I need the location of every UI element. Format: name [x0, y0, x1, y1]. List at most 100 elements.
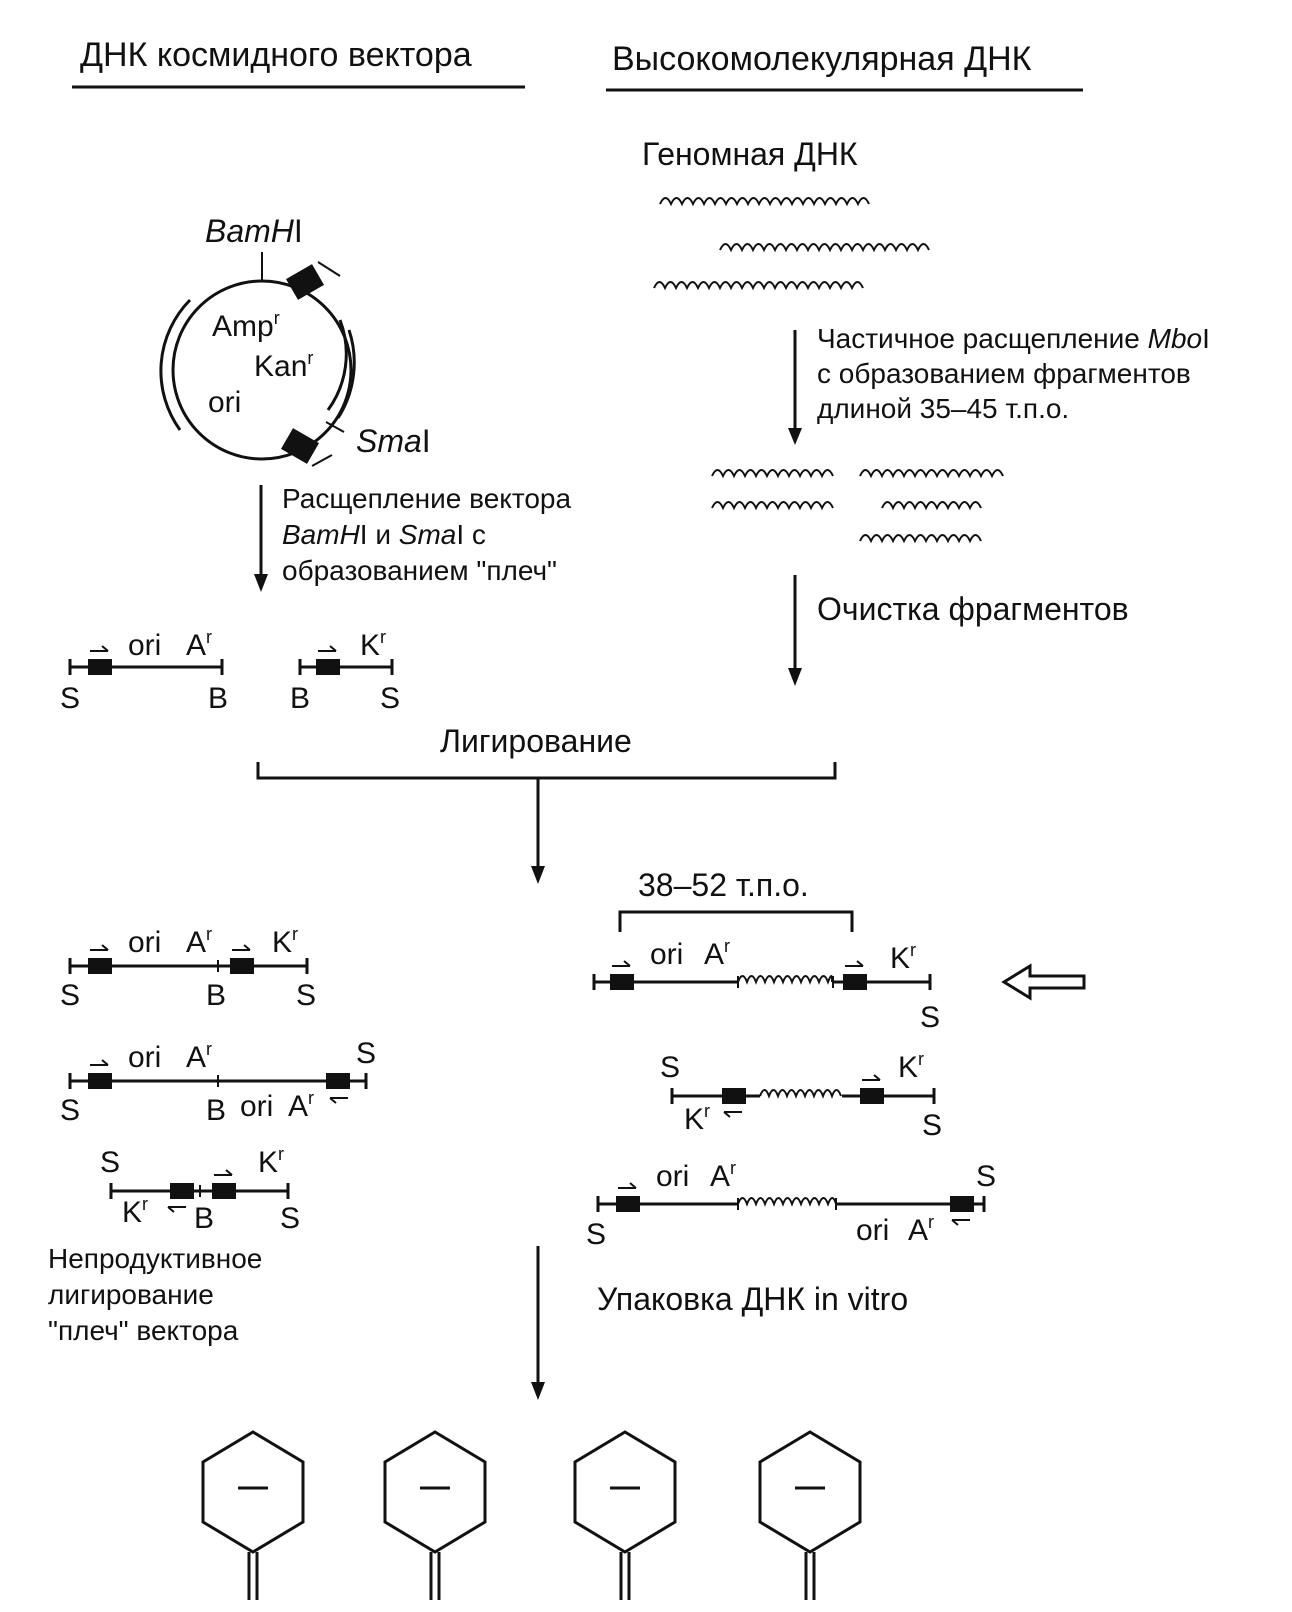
kanr-label: Kr: [360, 627, 386, 662]
phage-particle: [758, 1430, 862, 1600]
left-arm: ori Ar S B: [60, 627, 228, 715]
product-arm-dimer-3: S Kr Kr B S: [100, 1144, 300, 1235]
b-end-label: B: [290, 682, 310, 715]
cosmid-circle: [171, 279, 353, 461]
fragment: [711, 501, 834, 511]
svg-text:Ar: Ar: [186, 924, 212, 959]
phage-particle: [573, 1430, 677, 1600]
plasmid-ori-label: ori: [208, 386, 241, 419]
phage-particle: [383, 1430, 487, 1600]
b-end-label: B: [208, 682, 228, 715]
fragment: [711, 469, 834, 479]
svg-text:S: S: [976, 1160, 996, 1193]
recombinant-kan-dimer: S Kr Kr S: [660, 1049, 942, 1142]
packaging-label: Упаковка ДНК in vitro: [597, 1281, 908, 1317]
fragment: [881, 501, 982, 511]
svg-text:Kr: Kr: [258, 1144, 284, 1179]
svg-text:Ar: Ar: [186, 1039, 212, 1074]
phage-heads: [201, 1430, 862, 1600]
partial-digest-line3: длиной 35–45 т.п.о.: [817, 393, 1069, 424]
digest-arrowhead: [788, 428, 802, 445]
partial-digest-line2: с образованием фрагментов: [817, 358, 1191, 389]
nonproductive-line3: "плеч" вектора: [48, 1315, 239, 1346]
svg-text:S: S: [60, 1094, 80, 1127]
left-heading: ДНК космидного вектора: [80, 36, 472, 74]
partial-digest-line1: Частичное расщепление MboI: [817, 323, 1210, 354]
svg-text:S: S: [920, 1001, 940, 1034]
svg-text:S: S: [280, 1202, 300, 1235]
genomic-dna-title: Геномная ДНК: [642, 136, 858, 172]
ligation-arrowhead: [531, 866, 545, 884]
product-arm-dimer-2: ori Ar S S B ori Ar: [60, 1037, 376, 1127]
smai-label: SmaI: [356, 423, 431, 459]
svg-text:S: S: [586, 1218, 606, 1251]
svg-text:Kr: Kr: [898, 1049, 924, 1084]
right-heading: Высокомолекулярная ДНК: [612, 40, 1032, 78]
svg-text:B: B: [206, 1094, 226, 1127]
cos-arrow: [317, 261, 341, 277]
phage-head: [201, 1430, 305, 1554]
svg-text:S: S: [296, 979, 316, 1012]
cos-site-block: [286, 264, 324, 300]
fragment: [859, 469, 1004, 479]
svg-text:B: B: [206, 979, 226, 1012]
svg-text:S: S: [100, 1146, 120, 1179]
svg-text:S: S: [660, 1051, 680, 1084]
svg-text:S: S: [922, 1109, 942, 1142]
svg-text:Ar: Ar: [288, 1088, 314, 1123]
cleavage-line3: образованием "плеч": [282, 555, 557, 586]
svg-text:Kr: Kr: [272, 924, 298, 959]
svg-text:Kr: Kr: [684, 1101, 710, 1136]
svg-text:Kr: Kr: [890, 940, 916, 975]
svg-text:Kr: Kr: [122, 1194, 148, 1229]
kan-label: Kanr: [254, 348, 313, 383]
svg-text:ori: ori: [650, 938, 683, 971]
svg-text:ori: ori: [128, 1041, 161, 1074]
svg-text:S: S: [60, 979, 80, 1012]
nonproductive-line1: Непродуктивное: [48, 1243, 262, 1274]
purification-label: Очистка фрагментов: [817, 591, 1129, 627]
phage-head: [758, 1430, 862, 1554]
cos-block: [88, 659, 112, 675]
purify-arrowhead: [788, 668, 802, 686]
svg-text:ori: ori: [128, 926, 161, 959]
cos-block: [316, 659, 340, 675]
phage-head: [573, 1430, 677, 1554]
svg-text:ori: ori: [856, 1214, 889, 1247]
nonproductive-line2: лигирование: [48, 1279, 214, 1310]
svg-text:Ar: Ar: [908, 1212, 934, 1247]
s-end-label: S: [380, 682, 400, 715]
packaging-arrowhead: [531, 1382, 545, 1400]
svg-text:ori: ori: [240, 1090, 273, 1123]
svg-text:B: B: [194, 1202, 214, 1235]
right-arm: Kr B S: [290, 627, 400, 715]
svg-text:Ar: Ar: [710, 1158, 736, 1193]
ligation-label: Лигирование: [440, 723, 632, 759]
genomic-strand: [653, 281, 864, 291]
highlight-open-arrow: [1001, 963, 1086, 1001]
fragment: [859, 534, 982, 544]
svg-text:Ar: Ar: [704, 936, 730, 971]
recombinant-ori-dimer: ori Ar S S ori Ar: [586, 1158, 996, 1251]
kan-gene-arc: [326, 319, 348, 411]
genomic-strand: [719, 243, 930, 253]
phage-head: [383, 1430, 487, 1554]
cos-arrow: [311, 454, 333, 467]
cos-site-block: [281, 428, 319, 464]
s-end-label: S: [60, 682, 80, 715]
smai-tick: [325, 421, 345, 433]
bamhi-label: BamHI: [205, 213, 303, 249]
amp-gene-arc: [159, 298, 192, 431]
ori-label: ori: [128, 629, 161, 662]
insert-size-label: 38–52 т.п.о.: [638, 867, 809, 903]
kan-gene-arc-outer: [336, 329, 356, 419]
size-bracket: [618, 910, 854, 932]
amp-label: Ampr: [212, 308, 280, 343]
cleavage-line2: BamHI и SmaI с: [282, 519, 486, 550]
ampr-label: Ar: [186, 627, 212, 662]
cleavage-arrowhead: [254, 574, 268, 592]
genomic-strand: [659, 197, 870, 207]
cleavage-line1: Расщепление вектора: [282, 483, 571, 514]
svg-text:S: S: [356, 1037, 376, 1070]
